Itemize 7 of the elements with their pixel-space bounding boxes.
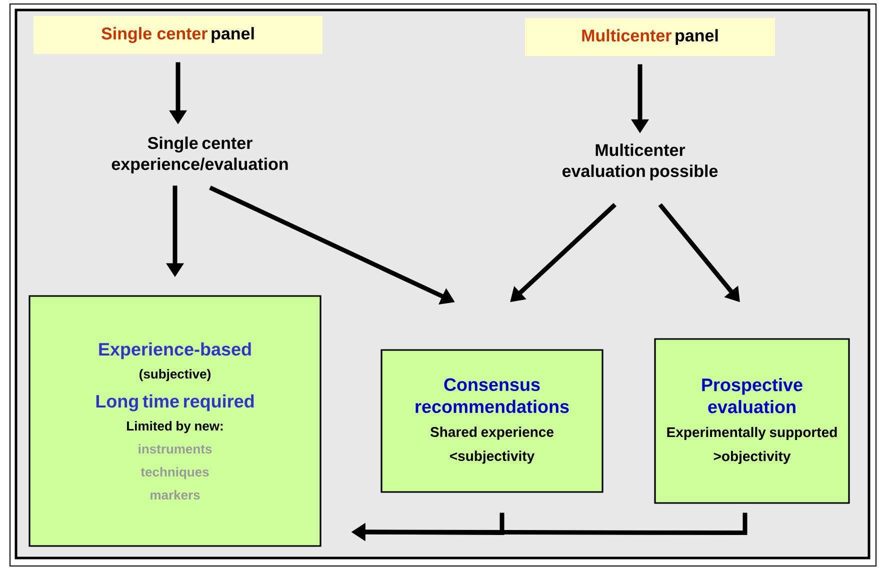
flow-text: Single center experience/evaluation (112, 136, 288, 174)
info-box: Prospective evaluation Experimentally supported >objectivity (654, 338, 850, 504)
flow-text: Multicenter evaluation possible (562, 144, 718, 180)
title-box: Single center panel (34, 16, 322, 54)
info-box: Experience-based (subjective) Long time required Limited by new: instruments techniques markers (28, 295, 322, 547)
title-box: Multicenter panel (525, 18, 775, 56)
info-box: Consensus recommendations Shared experience <subjectivity (380, 349, 604, 493)
